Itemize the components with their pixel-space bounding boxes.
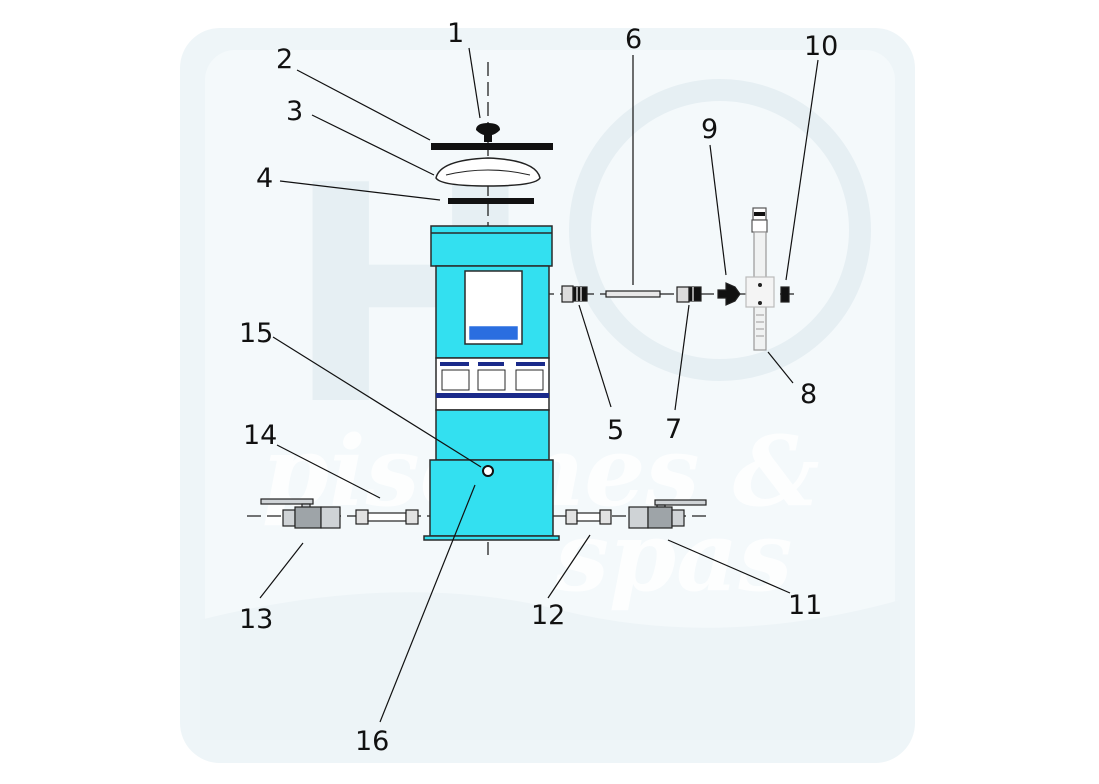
leader-12 [547, 534, 591, 599]
callout-7: 7 [665, 414, 682, 445]
cover-plate-part-2 [431, 143, 553, 150]
callout-1: 1 [447, 18, 464, 49]
leader-8 [767, 351, 794, 384]
valve-knob-part-9 [717, 282, 741, 306]
connector-5-nut [561, 285, 574, 303]
leader-1 [468, 47, 481, 119]
callout-6: 6 [625, 24, 642, 55]
regulator-screw [758, 283, 762, 287]
knob-part-1 [476, 123, 500, 142]
leader-15 [272, 336, 482, 468]
dome-lid-inner-3 [445, 169, 531, 176]
nipple-12-tube [576, 512, 601, 522]
callout-4: 4 [256, 163, 273, 194]
callout-16: 16 [355, 726, 389, 757]
watermark-wave [200, 592, 900, 740]
connector-7-nut [676, 286, 690, 303]
mid-band-top-strip-3 [516, 362, 545, 366]
valve-13-handle [260, 498, 314, 505]
callout-13: 13 [239, 604, 273, 635]
outlet-parts [561, 207, 790, 351]
leader-7 [674, 304, 690, 411]
leader-14 [276, 444, 381, 499]
callout-14: 14 [243, 420, 277, 451]
callout-12: 12 [531, 600, 565, 631]
regulator-neck [751, 219, 768, 233]
body-top-collar [430, 225, 553, 267]
leader-9 [709, 144, 727, 276]
leader-16 [379, 484, 476, 723]
leader-4 [279, 180, 441, 201]
connector-part-5 [561, 285, 588, 303]
leader-2 [296, 69, 431, 141]
mid-band-top-strip [440, 362, 469, 366]
callout-15: 15 [239, 318, 273, 349]
regulator-cap-top [754, 212, 765, 216]
mid-band-panel-1 [441, 369, 470, 391]
mid-band-panel-3 [515, 369, 544, 391]
inlet-parts [260, 498, 707, 529]
connector-7-body [688, 286, 702, 302]
callout-3: 3 [286, 96, 303, 127]
nipple-14-right-nut [405, 509, 419, 525]
valve-13-end [320, 506, 341, 529]
leader-3 [311, 114, 435, 176]
watermark-inner [205, 50, 895, 740]
nipple-part-14 [355, 509, 419, 525]
flow-regulator-part-8 [745, 207, 775, 351]
regulator-screw-2 [758, 301, 762, 305]
lid-assembly [431, 123, 553, 204]
leader-10 [785, 59, 819, 281]
nipple-14-left-nut [355, 509, 369, 525]
valve-11-union [671, 509, 685, 527]
drain-plug-part-15 [482, 465, 494, 477]
body-lower-column [435, 409, 550, 461]
mid-band-panel-2 [477, 369, 506, 391]
nipple-12-right-nut [599, 509, 612, 525]
sight-window-level [469, 326, 518, 340]
callout-labels: 1 2 3 4 5 6 7 8 9 10 11 12 13 14 15 16 [239, 18, 838, 757]
valve-11-body [647, 506, 673, 529]
connector-5-body [572, 286, 588, 302]
leader-11 [667, 539, 791, 594]
gasket-part-4 [448, 198, 534, 204]
valve-11-end [628, 506, 649, 529]
watermark-logo-circle [569, 79, 871, 381]
connector-part-7 [676, 286, 702, 303]
body-foot-plate [423, 535, 560, 541]
dome-lid-part-3 [435, 157, 541, 187]
ball-valve-part-11 [628, 499, 707, 529]
nipple-part-12 [565, 509, 612, 525]
nipple-12-left-nut [565, 509, 578, 525]
callout-10: 10 [804, 31, 838, 62]
tube-part-6 [605, 290, 661, 298]
leader-5 [578, 304, 612, 408]
ball-valve-part-13 [260, 498, 341, 529]
leader-lines [259, 47, 819, 723]
mid-band-top-strip-2 [478, 362, 504, 366]
callout-11: 11 [788, 590, 822, 621]
valve-13-union [282, 509, 296, 527]
callout-9: 9 [701, 114, 718, 145]
leader-13 [259, 542, 304, 599]
valve-13-body [294, 506, 322, 529]
chlorinator-body [423, 225, 560, 541]
callout-5: 5 [607, 415, 624, 446]
plug-part-10 [780, 286, 790, 303]
callout-8: 8 [800, 379, 817, 410]
valve-11-handle [654, 499, 707, 506]
mid-band-stripe [436, 393, 549, 398]
nipple-14-tube [367, 512, 407, 522]
callout-2: 2 [276, 44, 293, 75]
